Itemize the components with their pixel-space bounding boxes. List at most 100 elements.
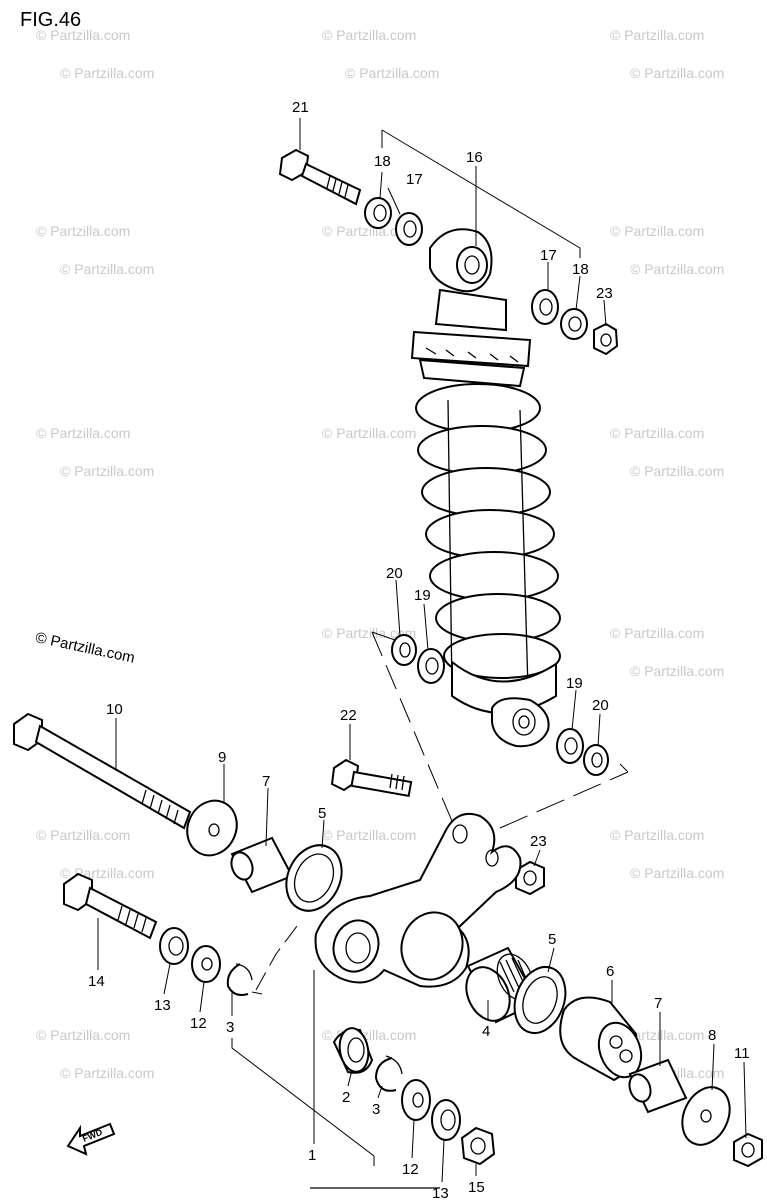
callout-22: 22 bbox=[340, 707, 357, 724]
shock-upper-bolt bbox=[278, 148, 362, 206]
callout-5: 5 bbox=[318, 805, 326, 822]
circlip-left bbox=[226, 963, 253, 996]
copyright-note: © Partzilla.com bbox=[34, 629, 136, 667]
callout-18: 18 bbox=[374, 153, 391, 170]
shock-lower-bolt bbox=[330, 758, 413, 798]
nut-lower bbox=[460, 1126, 496, 1166]
washer-large-right bbox=[681, 1086, 731, 1146]
bracket-line bbox=[381, 129, 581, 258]
bushing bbox=[332, 1027, 374, 1074]
lower-washer-left bbox=[417, 648, 445, 684]
callout-5: 5 bbox=[548, 931, 556, 948]
watermark: © Partzilla.com bbox=[610, 425, 704, 441]
watermark: © Partzilla.com bbox=[630, 663, 724, 679]
figure-title: FIG.46 bbox=[20, 9, 81, 31]
guide-line bbox=[371, 631, 461, 841]
watermark: © Partzilla.com bbox=[630, 261, 724, 277]
circlip-lower bbox=[374, 1055, 403, 1092]
oil-seal-right bbox=[513, 966, 567, 1034]
cushion-lever bbox=[314, 812, 522, 988]
watermark: © Partzilla.com bbox=[610, 27, 704, 43]
callout-3: 3 bbox=[226, 1019, 234, 1036]
callout-7: 7 bbox=[654, 995, 662, 1012]
spacer-sleeve-right bbox=[628, 1058, 688, 1114]
rear-shock-absorber bbox=[410, 228, 561, 748]
thrust-washer-left bbox=[159, 927, 189, 965]
callout-12: 12 bbox=[190, 1015, 207, 1032]
watermark: © Partzilla.com bbox=[322, 827, 416, 843]
watermark: © Partzilla.com bbox=[610, 625, 704, 641]
callout-7: 7 bbox=[262, 773, 270, 790]
watermark: © Partzilla.com bbox=[60, 1065, 154, 1081]
callout-20: 20 bbox=[592, 697, 609, 714]
lower-spacer-right bbox=[583, 744, 609, 776]
spacer-sleeve-left bbox=[230, 836, 294, 894]
lower-nut bbox=[515, 860, 545, 896]
thrust-washer-lower bbox=[431, 1099, 461, 1141]
callout-18: 18 bbox=[572, 261, 589, 278]
watermark: © Partzilla.com bbox=[610, 223, 704, 239]
lower-washer-right bbox=[556, 728, 584, 764]
lever-spacer bbox=[559, 996, 643, 1082]
oil-seal-left bbox=[285, 844, 343, 912]
watermark: © Partzilla.com bbox=[60, 65, 154, 81]
callout-3: 3 bbox=[372, 1101, 380, 1118]
washer-lower bbox=[401, 1079, 431, 1121]
callout-4: 4 bbox=[482, 1023, 490, 1040]
callout-labels: 21 18 17 16 17 18 23 20 19 19 20 10 22 9… bbox=[88, 99, 750, 1200]
callout-19: 19 bbox=[414, 587, 431, 604]
callout-11: 11 bbox=[734, 1045, 750, 1062]
bracket-line bbox=[231, 1038, 375, 1166]
watermark: © Partzilla.com bbox=[322, 425, 416, 441]
watermark: © Partzilla.com bbox=[322, 223, 416, 239]
callout-9: 9 bbox=[218, 749, 226, 766]
callout-23: 23 bbox=[596, 285, 613, 302]
callout-17: 17 bbox=[540, 247, 557, 264]
watermark-layer: © Partzilla.com © Partzilla.com © Partzi… bbox=[36, 27, 724, 1081]
guide-line bbox=[499, 771, 629, 829]
watermark: © Partzilla.com bbox=[36, 223, 130, 239]
fwd-arrow-icon: FWD bbox=[66, 1122, 116, 1156]
watermark: © Partzilla.com bbox=[630, 463, 724, 479]
callout-21: 21 bbox=[292, 99, 309, 116]
callout-23: 23 bbox=[530, 833, 547, 850]
callout-19: 19 bbox=[566, 675, 583, 692]
spring bbox=[415, 383, 561, 691]
upper-spacer-left bbox=[364, 197, 392, 229]
callout-17: 17 bbox=[406, 171, 423, 188]
callout-15: 15 bbox=[468, 1179, 485, 1196]
guide-line bbox=[371, 631, 396, 641]
callout-2: 2 bbox=[342, 1089, 350, 1106]
watermark: © Partzilla.com bbox=[322, 625, 416, 641]
guide-line bbox=[251, 991, 263, 995]
guide-line bbox=[255, 921, 301, 991]
leader-lines bbox=[97, 118, 747, 1183]
callout-10: 10 bbox=[106, 701, 123, 718]
guide-line bbox=[619, 763, 629, 773]
callout-1: 1 bbox=[308, 1147, 316, 1164]
watermark: © Partzilla.com bbox=[630, 865, 724, 881]
watermark: © Partzilla.com bbox=[345, 65, 439, 81]
callout-13: 13 bbox=[432, 1185, 449, 1200]
watermark: © Partzilla.com bbox=[322, 27, 416, 43]
upper-washer-right bbox=[531, 289, 559, 325]
upper-nut bbox=[593, 322, 619, 356]
callout-16: 16 bbox=[466, 149, 483, 166]
watermark: © Partzilla.com bbox=[630, 65, 724, 81]
washer-left bbox=[191, 945, 221, 983]
watermark: © Partzilla.com bbox=[60, 261, 154, 277]
cushion-lever-long-bolt bbox=[13, 712, 192, 830]
callout-6: 6 bbox=[606, 963, 614, 980]
nut-right bbox=[733, 1132, 763, 1168]
watermark: © Partzilla.com bbox=[36, 425, 130, 441]
upper-spacer-right bbox=[560, 308, 588, 340]
callout-13: 13 bbox=[154, 997, 171, 1014]
lever-bolt bbox=[63, 872, 158, 940]
watermark: © Partzilla.com bbox=[36, 1027, 130, 1043]
upper-washer-left bbox=[395, 212, 423, 246]
watermark: © Partzilla.com bbox=[36, 27, 130, 43]
callout-12: 12 bbox=[402, 1161, 419, 1178]
watermark: © Partzilla.com bbox=[36, 827, 130, 843]
callout-14: 14 bbox=[88, 973, 105, 990]
